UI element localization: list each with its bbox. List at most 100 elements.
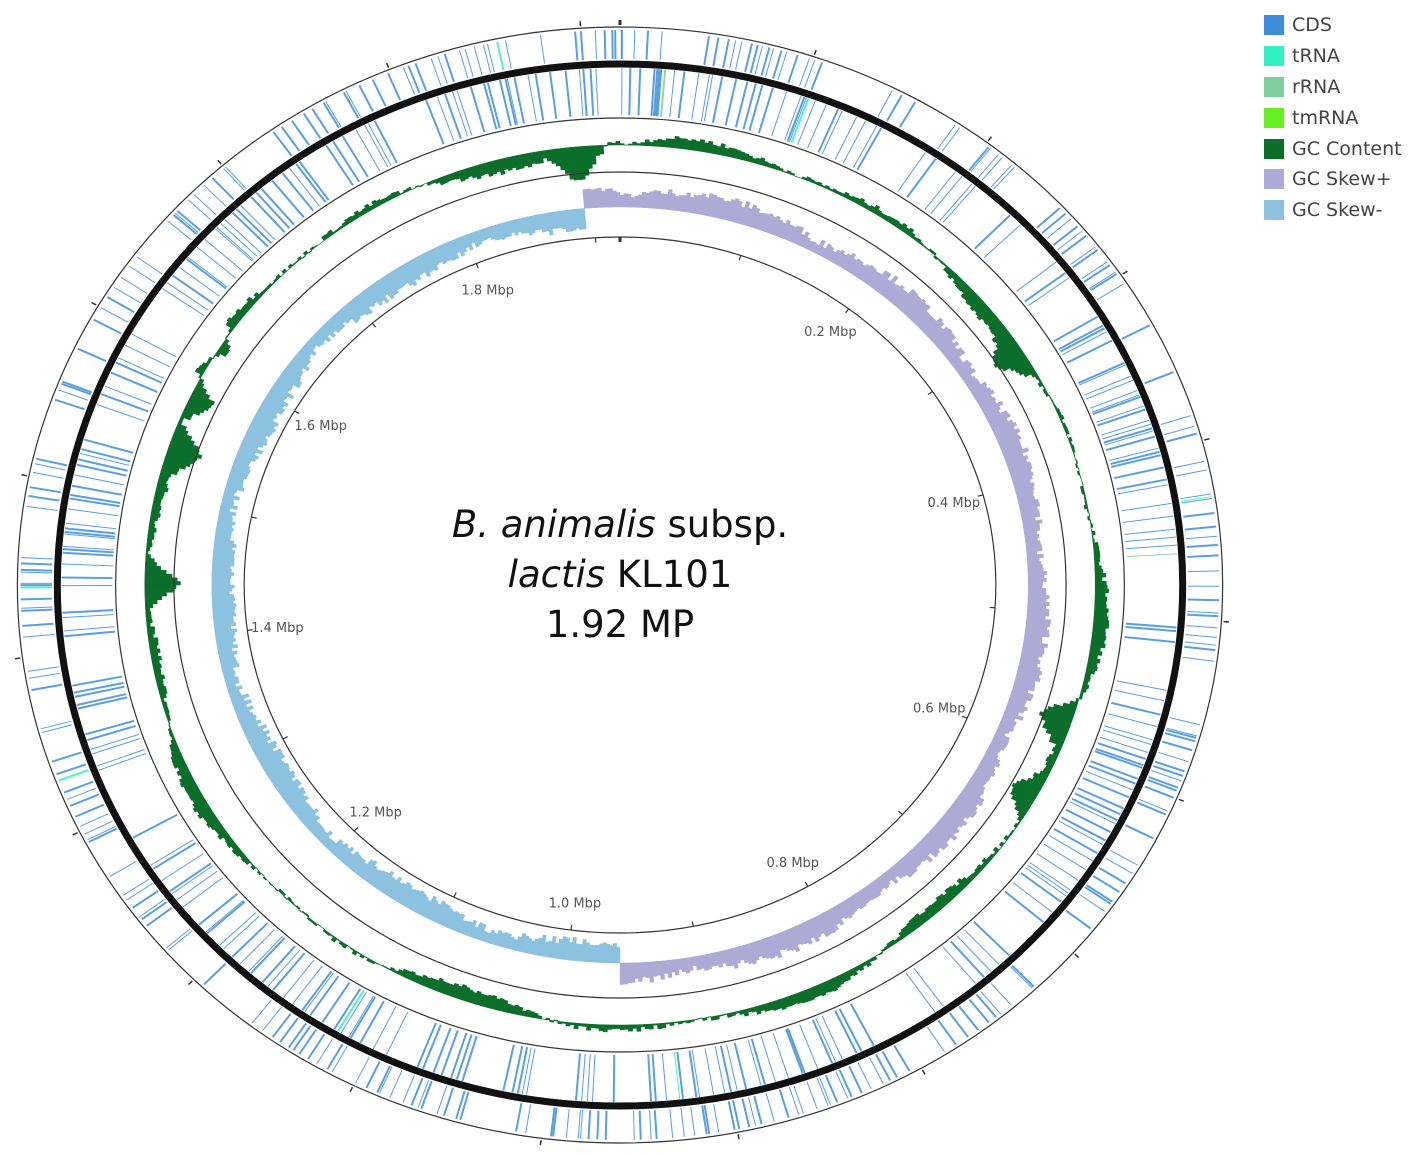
gc-skew-mark xyxy=(279,780,303,797)
cds-reverse-mark xyxy=(1027,277,1070,307)
cds-reverse-mark xyxy=(1088,764,1136,785)
gc-content-mark xyxy=(1010,790,1034,806)
cds-reverse-mark xyxy=(799,1024,819,1069)
gc-skew-mark xyxy=(453,238,466,257)
cds-reverse-mark xyxy=(1012,882,1053,913)
gc-content-mark xyxy=(399,191,405,196)
cds-reverse-mark xyxy=(852,125,878,168)
gc-skew-mark xyxy=(769,215,781,235)
gc-skew-mark xyxy=(658,960,666,980)
gc-skew-mark xyxy=(1021,647,1045,655)
gc-content-mark xyxy=(947,270,957,280)
cds-reverse-mark xyxy=(676,1051,685,1099)
outer-tick xyxy=(987,136,993,142)
gc-skew-mark xyxy=(249,736,272,749)
gc-content-mark xyxy=(146,622,151,628)
gc-content-mark xyxy=(148,637,159,643)
cds-forward-mark xyxy=(32,471,64,479)
cds-reverse-mark xyxy=(1097,742,1147,760)
gc-content-mark xyxy=(411,187,416,190)
cds-reverse-mark xyxy=(1110,450,1160,465)
gc-content-mark xyxy=(1094,557,1101,563)
cds-forward-mark xyxy=(1186,625,1218,629)
gc-content-mark xyxy=(905,227,915,237)
cds-reverse-mark xyxy=(1100,736,1149,754)
gc-skew-mark xyxy=(239,443,264,455)
cds-reverse-mark xyxy=(364,124,389,168)
gc-skew-mark xyxy=(1012,475,1033,485)
gc-content-mark xyxy=(146,542,153,548)
gc-skew-mark xyxy=(277,778,300,794)
cds-reverse-mark xyxy=(223,915,260,950)
gc-skew-mark xyxy=(973,770,991,783)
gc-content-mark xyxy=(224,837,234,845)
cds-forward-mark xyxy=(1184,641,1216,646)
gc-content-mark xyxy=(918,241,924,246)
legend-swatch xyxy=(1264,15,1284,36)
gc-skew-mark xyxy=(932,328,953,345)
cds-forward-mark xyxy=(455,1090,466,1120)
cds-reverse-mark xyxy=(821,110,843,155)
cds-forward-mark xyxy=(753,1095,763,1125)
cds-reverse-mark xyxy=(1071,797,1118,822)
gc-skew-mark xyxy=(913,310,930,326)
gc-skew-mark xyxy=(577,208,584,230)
cds-forward-mark xyxy=(20,571,53,574)
gc-content-mark xyxy=(960,287,974,299)
cds-reverse-mark xyxy=(788,97,807,143)
cds-forward-mark xyxy=(77,347,107,362)
cds-reverse-mark xyxy=(281,172,314,212)
gc-content-mark xyxy=(1075,463,1079,469)
gc-content-mark xyxy=(170,753,183,762)
inner-tick xyxy=(977,494,984,497)
gc-content-mark xyxy=(673,1021,679,1024)
cds-forward-mark xyxy=(1046,218,1071,239)
gc-skew-mark xyxy=(371,282,390,304)
gc-skew-mark xyxy=(217,644,239,651)
subspecies-label: subsp. xyxy=(655,503,789,546)
cds-reverse-mark xyxy=(83,438,134,454)
cds-forward-mark xyxy=(949,1012,969,1038)
cds-forward-mark xyxy=(443,53,455,83)
cds-reverse-mark xyxy=(272,952,306,991)
gc-skew-mark xyxy=(227,477,244,486)
inner-tick xyxy=(294,410,300,415)
gc-skew-mark xyxy=(403,888,418,908)
cds-reverse-mark xyxy=(582,69,588,117)
tick-label: 0.4 Mbp xyxy=(928,496,981,511)
gc-content-mark xyxy=(685,1019,691,1024)
gc-skew-mark xyxy=(222,670,236,677)
cds-forward-mark xyxy=(1184,645,1216,652)
cds-reverse-mark xyxy=(906,158,937,198)
cds-forward-mark xyxy=(765,1093,775,1122)
cds-forward-mark xyxy=(1153,765,1184,777)
cds-forward-mark xyxy=(1090,273,1118,292)
cds-reverse-mark xyxy=(1036,853,1079,881)
cds-reverse-mark xyxy=(534,73,545,121)
cds-forward-mark xyxy=(787,54,799,83)
cds-forward-mark xyxy=(1089,271,1116,290)
cds-reverse-mark xyxy=(271,179,305,218)
gc-content-mark xyxy=(578,146,586,180)
gc-skew-mark xyxy=(644,961,650,979)
gc-content-mark xyxy=(939,260,945,265)
legend-item-gc-content: GC Content xyxy=(1264,133,1402,164)
cds-forward-mark xyxy=(1187,570,1220,573)
gc-content-mark xyxy=(192,797,207,809)
cds-reverse-mark xyxy=(289,167,320,207)
gc-content-mark xyxy=(1094,588,1109,594)
outer-tick xyxy=(1074,953,1080,959)
cds-reverse-mark xyxy=(1090,390,1138,409)
gc-content-mark xyxy=(1068,440,1073,446)
gc-skew-mark xyxy=(792,226,805,245)
gc-content-mark xyxy=(437,176,446,186)
cds-reverse-mark xyxy=(703,75,714,122)
cds-reverse-mark xyxy=(651,1053,657,1102)
gc-skew-mark xyxy=(732,200,743,223)
cds-reverse-mark xyxy=(504,78,517,126)
gc-content-mark xyxy=(504,156,513,171)
gc-skew-mark xyxy=(694,955,702,971)
cds-forward-mark xyxy=(225,166,247,190)
gc-content-mark xyxy=(586,145,593,169)
cds-reverse-mark xyxy=(956,935,992,972)
